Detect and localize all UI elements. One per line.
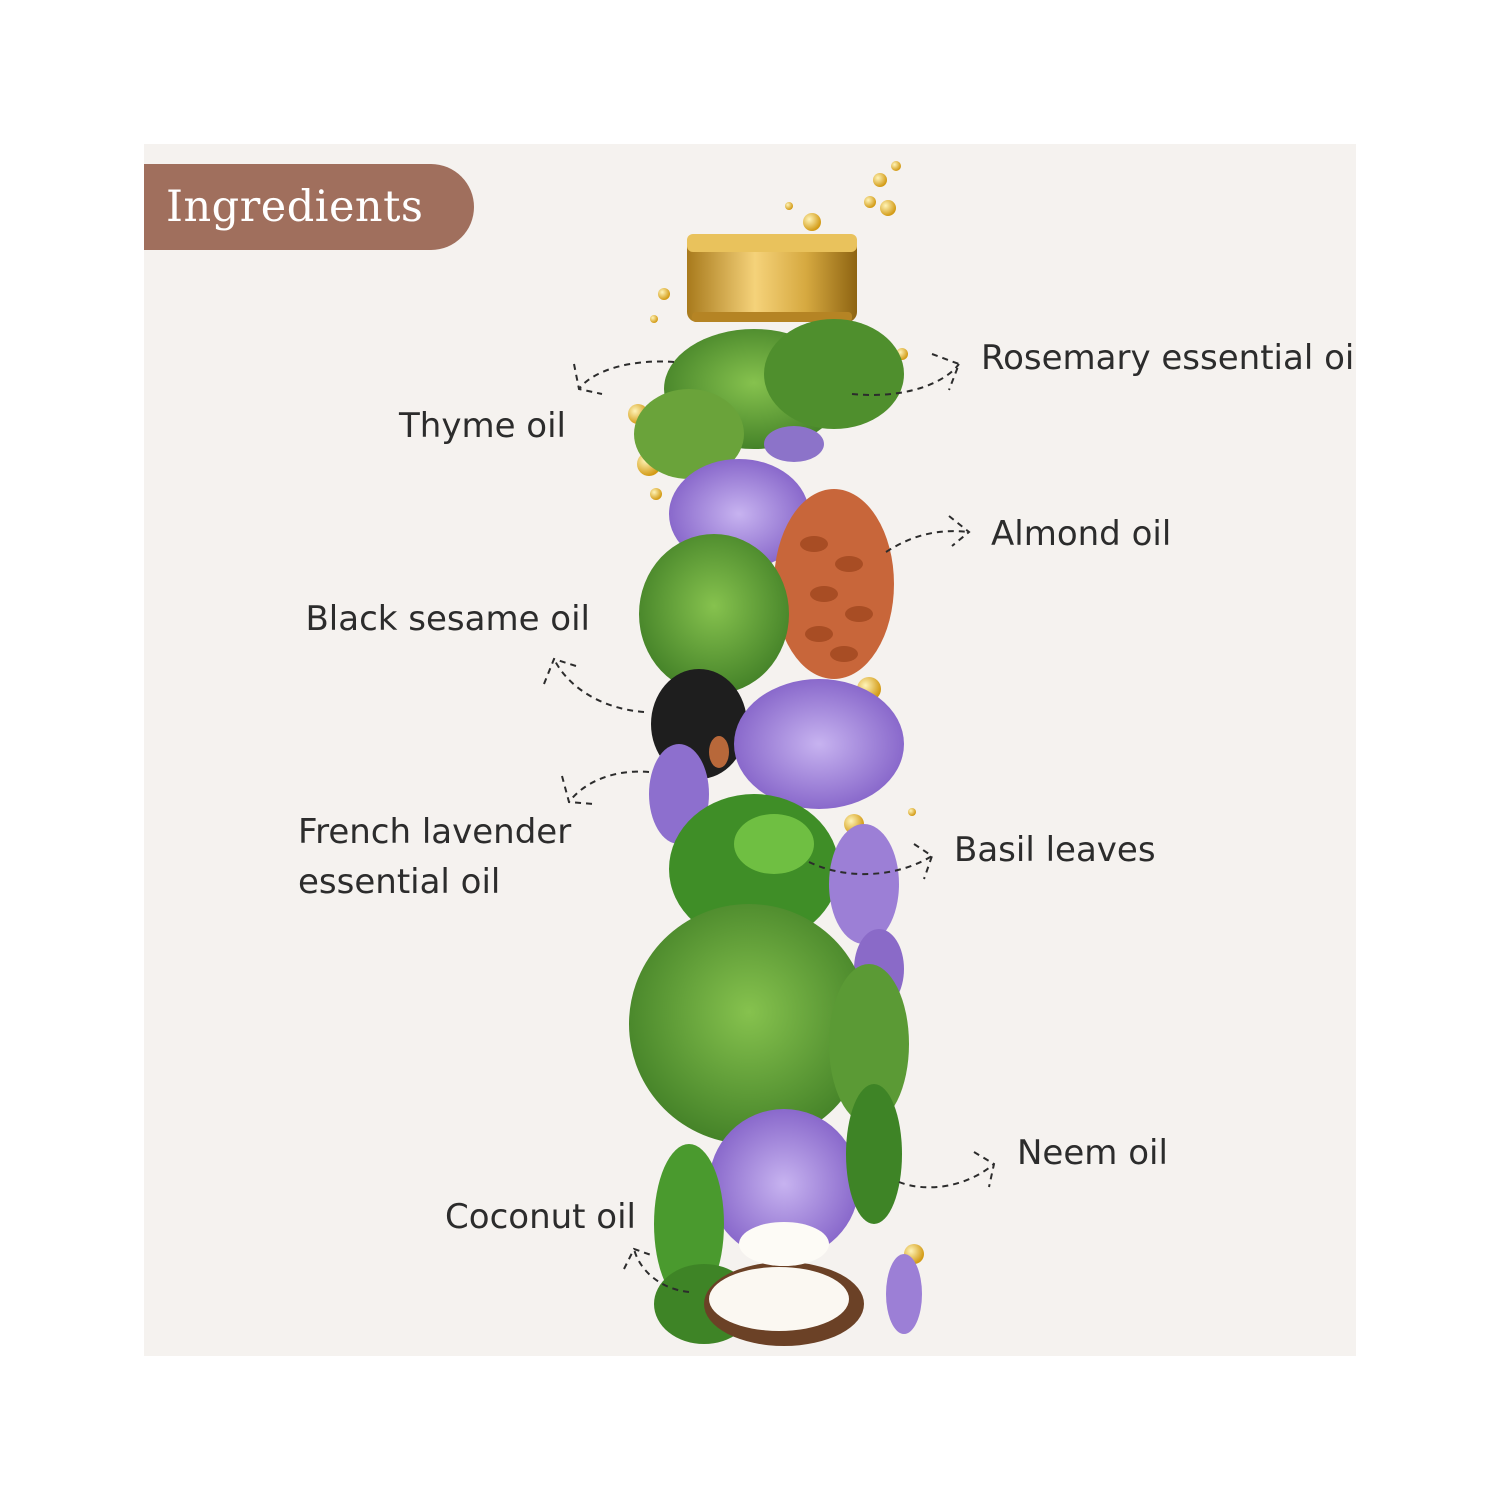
arrow-neem-head (973, 1151, 996, 1188)
label-black-sesame-oil: Black sesame oil (305, 599, 590, 639)
label-basil-leaves: Basil leaves (954, 830, 1156, 870)
label-neem-oil: Neem oil (1017, 1133, 1168, 1173)
arrow-almond (885, 530, 970, 553)
arrow-almond-head (948, 515, 971, 547)
arrow-lavender-head (561, 775, 595, 805)
ingredients-heading: Ingredients (166, 182, 424, 232)
ingredients-heading-badge: Ingredients (144, 164, 474, 250)
label-french-lavender-line1: French lavender (298, 812, 572, 852)
label-french-lavender-line2: essential oil (298, 862, 501, 902)
bottle-cap-icon (687, 234, 857, 322)
arrow-neem (898, 1163, 995, 1189)
arrow-thyme (578, 360, 675, 390)
arrow-sesame-head (543, 657, 577, 685)
label-almond-oil: Almond oil (991, 514, 1172, 554)
arrow-coconut (633, 1248, 690, 1293)
label-thyme-oil: Thyme oil (399, 406, 566, 446)
herb-column (629, 319, 922, 1346)
label-coconut-oil: Coconut oil (445, 1197, 636, 1237)
arrow-coconut-head (623, 1247, 655, 1270)
arrow-rosemary-head (931, 353, 961, 391)
label-rosemary-essential-oil: Rosemary essential oil (981, 338, 1356, 378)
arrow-lavender (568, 770, 650, 803)
arrow-sesame (553, 658, 645, 713)
arrow-basil (808, 855, 933, 875)
herb-bottle-illustration (543, 161, 996, 1346)
arrow-rosemary (851, 363, 960, 396)
arrow-basil-head (913, 843, 934, 880)
ingredients-panel: Ingredients (144, 144, 1356, 1356)
arrow-thyme-head (573, 363, 603, 395)
leader-arrows (543, 353, 996, 1293)
